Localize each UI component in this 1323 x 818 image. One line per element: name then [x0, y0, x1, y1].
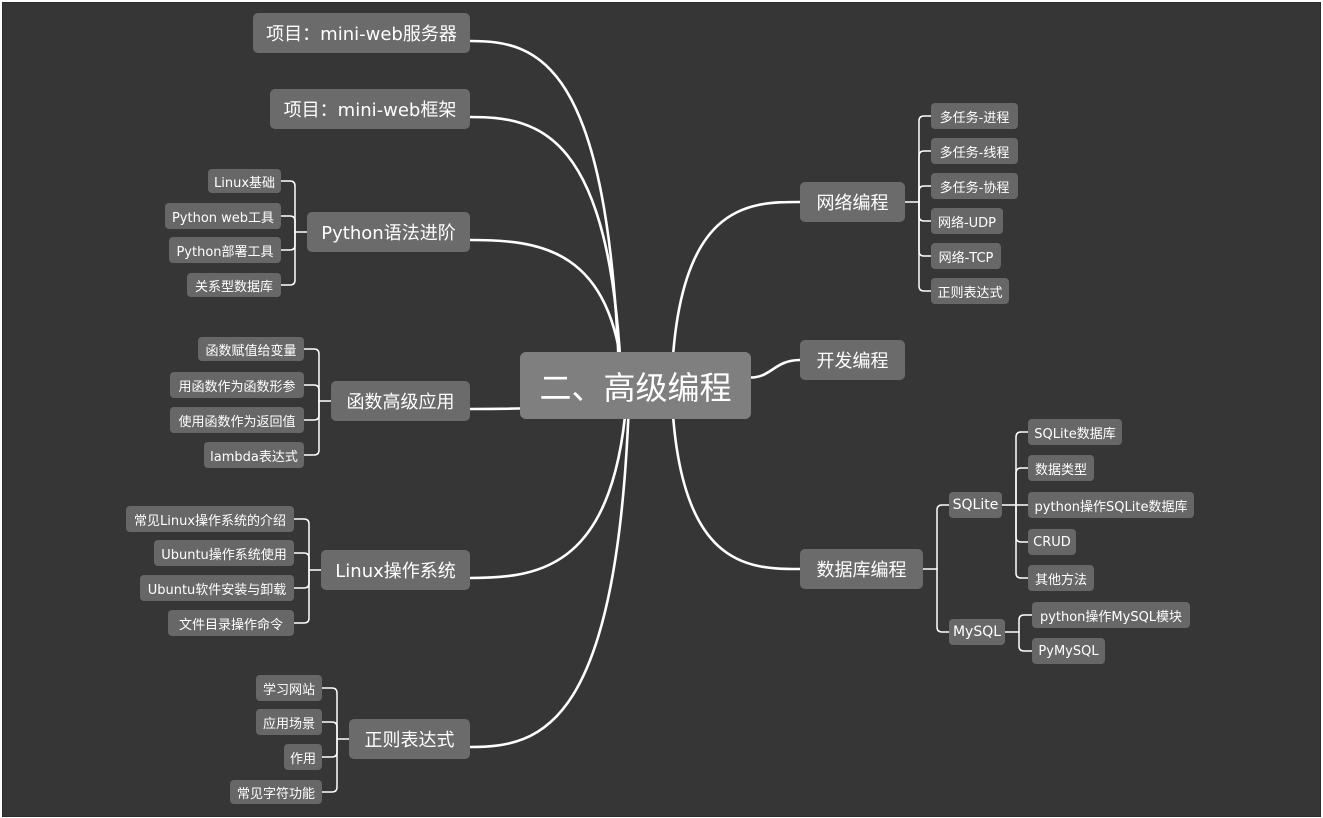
leaf-relational-db[interactable]: 关系型数据库 [187, 273, 281, 297]
leaf-func-assign-var[interactable]: 函数赋值给变量 [198, 337, 304, 361]
bracket-branch [321, 738, 338, 793]
bracket-branch [293, 518, 310, 571]
root-topic[interactable]: 二、高级编程 [520, 352, 751, 419]
bracket-branch [321, 738, 338, 758]
bracket-branch [918, 201, 932, 257]
topic-advanced-functions[interactable]: 函数高级应用 [331, 381, 470, 421]
leaf-multitask-thread[interactable]: 多任务-线程 [931, 138, 1018, 164]
topic-dev-programming[interactable]: 开发编程 [800, 340, 905, 380]
leaf-ubuntu-install[interactable]: Ubuntu软件安装与卸载 [140, 575, 294, 601]
bracket-branch [1018, 614, 1033, 633]
bracket-branch [1018, 631, 1033, 652]
group-mysql[interactable]: MySQL [949, 619, 1005, 645]
leaf-python-web-tools[interactable]: Python web工具 [165, 203, 281, 229]
leaf-network-udp[interactable]: 网络-UDP [931, 208, 1003, 234]
leaf-ubuntu-usage[interactable]: Ubuntu操作系统使用 [154, 540, 294, 566]
topic-network-programming[interactable]: 网络编程 [800, 182, 905, 222]
leaf-multitask-process[interactable]: 多任务-进程 [931, 103, 1018, 129]
bracket-branch [918, 201, 932, 292]
root-link-left [468, 384, 629, 580]
leaf-linux-basics[interactable]: Linux基础 [208, 169, 281, 193]
root-link-right [670, 200, 802, 387]
bracket-branch [1015, 467, 1029, 506]
leaf-crud[interactable]: CRUD [1028, 529, 1076, 555]
topic-regex[interactable]: 正则表达式 [349, 719, 470, 759]
topic-linux-os[interactable]: Linux操作系统 [321, 550, 470, 590]
leaf-python-mysql[interactable]: python操作MySQL模块 [1032, 602, 1190, 628]
bracket-branch [918, 201, 932, 222]
root-link-right [749, 358, 802, 379]
leaf-lambda[interactable]: lambda表达式 [204, 442, 304, 468]
bracket-branch [303, 400, 320, 456]
leaf-python-deploy-tools[interactable]: Python部署工具 [169, 237, 281, 263]
group-sqlite[interactable]: SQLite [949, 492, 1002, 518]
bracket-branch [321, 721, 338, 740]
leaf-use-cases[interactable]: 应用场景 [256, 709, 322, 735]
leaf-pymysql[interactable]: PyMySQL [1032, 638, 1105, 664]
leaf-sqlite-db[interactable]: SQLite数据库 [1028, 419, 1122, 445]
bracket-branch [303, 400, 320, 421]
bracket-branch [1015, 504, 1029, 543]
leaf-func-as-return[interactable]: 使用函数作为返回值 [170, 407, 304, 433]
leaf-purpose[interactable]: 作用 [284, 744, 322, 770]
leaf-linux-intro[interactable]: 常见Linux操作系统的介绍 [126, 506, 294, 532]
bracket-branch [303, 348, 320, 402]
leaf-python-sqlite[interactable]: python操作SQLite数据库 [1028, 492, 1194, 518]
bracket-branch [293, 552, 310, 571]
root-link-left [468, 384, 631, 749]
topic-mini-web-server[interactable]: 项目：mini-web服务器 [253, 13, 470, 53]
leaf-learning-sites[interactable]: 学习网站 [256, 675, 322, 701]
topic-mini-web-framework[interactable]: 项目：mini-web框架 [270, 89, 470, 129]
bracket-branch [918, 150, 932, 203]
leaf-common-chars[interactable]: 常见字符功能 [230, 780, 322, 804]
bracket-branch [1015, 504, 1029, 579]
connector-lines [280, 39, 1033, 793]
leaf-other-methods[interactable]: 其他方法 [1028, 565, 1094, 591]
root-link-left [468, 39, 621, 387]
bracket-branch [918, 115, 932, 203]
leaf-func-as-param[interactable]: 用函数作为函数形参 [170, 372, 304, 398]
bracket-branch [303, 384, 320, 402]
leaf-multitask-coroutine[interactable]: 多任务-协程 [931, 173, 1018, 199]
root-link-left [468, 115, 623, 387]
leaf-file-commands[interactable]: 文件目录操作命令 [168, 610, 294, 636]
bracket-branch [293, 569, 310, 589]
topic-database-programming[interactable]: 数据库编程 [800, 549, 923, 589]
bracket-branch [280, 231, 296, 251]
leaf-regex-net[interactable]: 正则表达式 [931, 278, 1009, 304]
bracket-branch [321, 687, 338, 740]
bracket-branch [936, 568, 950, 633]
bracket-branch [918, 185, 932, 203]
topic-python-advanced-syntax[interactable]: Python语法进阶 [307, 212, 470, 252]
leaf-data-types[interactable]: 数据类型 [1028, 455, 1094, 481]
bracket-branch [1015, 431, 1029, 506]
root-link-left [468, 238, 625, 387]
bracket-branch [280, 215, 296, 233]
bracket-branch [280, 180, 296, 233]
root-link-right [670, 384, 802, 571]
bracket-branch [293, 569, 310, 624]
leaf-network-tcp[interactable]: 网络-TCP [931, 243, 1001, 269]
bracket-branch [280, 231, 296, 286]
bracket-branch [936, 504, 950, 570]
